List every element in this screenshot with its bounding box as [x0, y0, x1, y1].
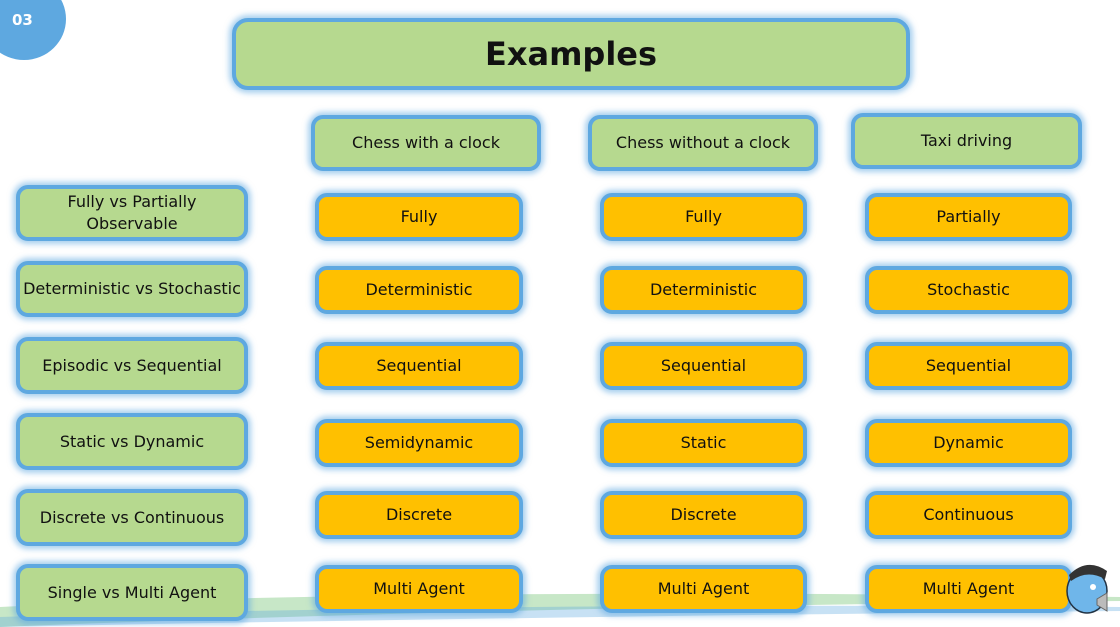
speaker-mascot-icon[interactable] [1063, 557, 1115, 617]
table-cell: Discrete [600, 491, 807, 539]
column-header: Taxi driving [851, 113, 1082, 169]
table-cell: Static [600, 419, 807, 467]
table-cell: Sequential [600, 342, 807, 390]
table-cell: Stochastic [865, 266, 1072, 314]
slide-number-badge: 03 [0, 0, 66, 60]
table-cell: Multi Agent [865, 565, 1072, 613]
table-cell: Sequential [315, 342, 523, 390]
column-header: Chess without a clock [588, 115, 818, 171]
table-cell: Semidynamic [315, 419, 523, 467]
page-title: Examples [232, 18, 910, 90]
row-header: Fully vs Partially Observable [16, 185, 248, 241]
row-header: Episodic vs Sequential [16, 337, 248, 394]
table-cell: Dynamic [865, 419, 1072, 467]
row-header: Deterministic vs Stochastic [16, 261, 248, 317]
table-cell: Deterministic [600, 266, 807, 314]
table-cell: Fully [600, 193, 807, 241]
table-cell: Fully [315, 193, 523, 241]
table-cell: Multi Agent [315, 565, 523, 613]
table-cell: Multi Agent [600, 565, 807, 613]
table-cell: Partially [865, 193, 1072, 241]
row-header: Discrete vs Continuous [16, 489, 248, 546]
row-header: Single vs Multi Agent [16, 564, 248, 621]
column-header: Chess with a clock [311, 115, 541, 171]
table-cell: Sequential [865, 342, 1072, 390]
row-header: Static vs Dynamic [16, 413, 248, 470]
table-cell: Continuous [865, 491, 1072, 539]
slide-number: 03 [12, 11, 33, 29]
table-cell: Deterministic [315, 266, 523, 314]
table-cell: Discrete [315, 491, 523, 539]
